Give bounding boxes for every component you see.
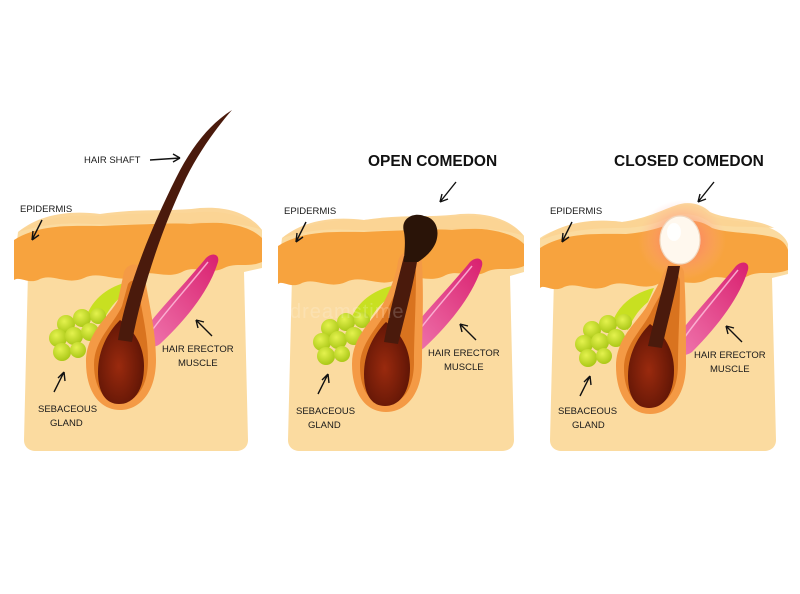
label-muscle-line1: HAIR ERECTOR [694, 350, 766, 361]
arrow-icon [317, 373, 330, 395]
hair-shaft [648, 266, 680, 348]
label-epidermis: EPIDERMIS [550, 206, 602, 217]
labels-panel-closed: EPIDERMIS HAIR ERECTOR MUSCLE SEBACEOUS … [550, 206, 766, 431]
arrow-icon [459, 323, 477, 341]
arrow-icon [295, 221, 307, 243]
arrow-icon [725, 325, 743, 343]
arrow-icon [195, 319, 213, 337]
arrow-icon [697, 181, 715, 203]
arrow-icon [31, 219, 43, 241]
label-muscle-line2: MUSCLE [710, 364, 750, 375]
panel-closed-comedon: CLOSED COMEDON [540, 153, 788, 451]
label-muscle-line2: MUSCLE [178, 358, 218, 369]
label-muscle-line2: MUSCLE [444, 362, 484, 373]
label-gland-line2: GLAND [50, 418, 83, 429]
label-muscle-line1: HAIR ERECTOR [428, 348, 500, 359]
arrow-icon [439, 181, 457, 203]
labels-panel-normal: HAIR SHAFT EPIDERMIS HAIR ERECTOR MUSCLE… [20, 153, 234, 429]
panel-title-open-comedon: OPEN COMEDON [368, 153, 497, 170]
arrow-icon [579, 375, 592, 397]
arrow-icon [561, 221, 573, 243]
label-epidermis: EPIDERMIS [20, 204, 72, 215]
label-gland-line2: GLAND [572, 420, 605, 431]
label-gland-line1: SEBACEOUS [558, 406, 617, 417]
labels-panel-open: EPIDERMIS HAIR ERECTOR MUSCLE SEBACEOUS … [284, 206, 500, 431]
closed-comedon-whitehead [659, 215, 701, 265]
sebaceous-gland [49, 282, 128, 361]
watermark: dreamstime [290, 301, 404, 323]
panel-normal: HAIR SHAFT EPIDERMIS HAIR ERECTOR MUSCLE… [14, 110, 262, 451]
label-gland-line1: SEBACEOUS [296, 406, 355, 417]
label-muscle-line1: HAIR ERECTOR [162, 344, 234, 355]
sebaceous-gland [575, 288, 654, 367]
panel-open-comedon: OPEN COMEDON EP [278, 153, 524, 451]
arrow-icon [53, 371, 66, 393]
label-gland-line2: GLAND [308, 420, 341, 431]
panel-title-closed-comedon: CLOSED COMEDON [614, 153, 764, 170]
label-hair-shaft: HAIR SHAFT [84, 155, 141, 166]
hair-shaft [384, 256, 418, 344]
arrow-head-icon [172, 153, 181, 163]
label-epidermis: EPIDERMIS [284, 206, 336, 217]
arrow-icon [149, 157, 181, 161]
hair-shaft [118, 110, 232, 342]
label-gland-line1: SEBACEOUS [38, 404, 97, 415]
open-comedon-plug [403, 214, 438, 262]
